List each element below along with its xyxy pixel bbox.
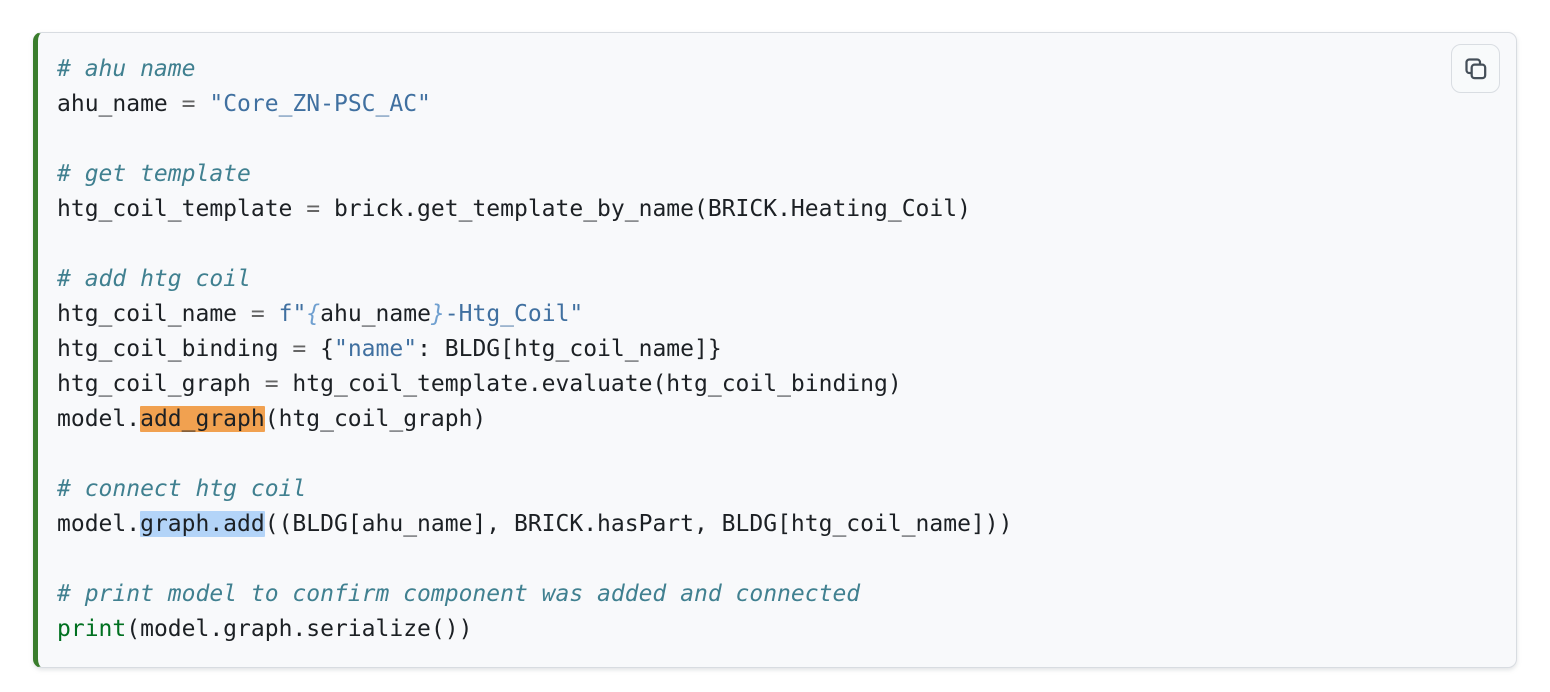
code-content: # ahu name ahu_name = "Core_ZN-PSC_AC" # …	[38, 33, 1516, 667]
code-line: htg_coil_template = brick.get_template_b…	[57, 192, 1456, 227]
code-line: ahu_name = "Core_ZN-PSC_AC"	[57, 87, 1456, 122]
code-token-plain: : BLDG[htg_coil_name]}	[417, 336, 722, 362]
code-cell: # ahu name ahu_name = "Core_ZN-PSC_AC" # …	[33, 32, 1517, 668]
code-line: htg_coil_binding = {"name": BLDG[htg_coi…	[57, 332, 1456, 367]
code-token-operator: =	[250, 301, 265, 327]
code-token-string: f"	[278, 301, 307, 327]
code-token-plain: model.	[57, 406, 141, 432]
highlighted-match-active: add_graph	[140, 406, 265, 432]
code-line	[57, 542, 1456, 577]
code-token-interpol: {	[306, 301, 321, 327]
code-token-comment: # connect htg coil	[57, 476, 307, 502]
code-line: # add htg coil	[57, 262, 1456, 297]
code-token-plain: htg_coil_template.evaluate(htg_coil_bind…	[278, 371, 902, 397]
code-line: htg_coil_graph = htg_coil_template.evalu…	[57, 367, 1456, 402]
code-token-plain: htg_coil_template	[57, 196, 307, 222]
code-token-operator: =	[292, 336, 307, 362]
code-token-comment: # print model to confirm component was a…	[57, 581, 861, 607]
highlighted-match: graph.add	[140, 511, 265, 537]
code-token-operator: =	[306, 196, 321, 222]
code-line	[57, 437, 1456, 472]
code-line	[57, 227, 1456, 262]
copy-icon	[1462, 55, 1489, 82]
code-line: print(model.graph.serialize())	[57, 612, 1456, 647]
code-token-builtin: print	[57, 616, 127, 642]
code-token-plain: {	[306, 336, 334, 362]
code-token-comment: # add htg coil	[57, 266, 251, 292]
code-token-plain: ahu_name	[320, 301, 431, 327]
code-line	[57, 122, 1456, 157]
code-token-interpol: }	[430, 301, 445, 327]
code-token-plain: (htg_coil_graph)	[264, 406, 487, 432]
copy-button[interactable]	[1451, 44, 1500, 93]
code-token-plain	[195, 91, 209, 117]
code-line: htg_coil_name = f"{ahu_name}-Htg_Coil"	[57, 297, 1456, 332]
code-token-plain: htg_coil_graph	[57, 371, 265, 397]
code-token-string: -Htg_Coil"	[444, 301, 584, 327]
code-token-plain: ((BLDG[ahu_name], BRICK.hasPart, BLDG[ht…	[264, 511, 1013, 537]
code-token-plain: model.	[57, 511, 141, 537]
code-token-plain	[265, 301, 279, 327]
code-line: # get template	[57, 157, 1456, 192]
code-token-plain: htg_coil_name	[57, 301, 251, 327]
code-token-comment: # get template	[57, 161, 251, 187]
code-token-string: "Core_ZN-PSC_AC"	[209, 91, 431, 117]
code-token-operator: =	[181, 91, 196, 117]
code-token-plain: (model.graph.serialize())	[126, 616, 473, 642]
code-line: model.add_graph(htg_coil_graph)	[57, 402, 1456, 437]
code-token-plain: htg_coil_binding	[57, 336, 293, 362]
code-line: # ahu name	[57, 52, 1456, 87]
code-token-plain: brick.get_template_by_name(BRICK.Heating…	[320, 196, 971, 222]
code-line: # connect htg coil	[57, 472, 1456, 507]
code-line: model.graph.add((BLDG[ahu_name], BRICK.h…	[57, 507, 1456, 542]
code-line: # print model to confirm component was a…	[57, 577, 1456, 612]
code-token-operator: =	[264, 371, 279, 397]
code-token-comment: # ahu name	[57, 56, 196, 82]
code-token-string: "name"	[333, 336, 418, 362]
code-token-plain: ahu_name	[57, 91, 182, 117]
